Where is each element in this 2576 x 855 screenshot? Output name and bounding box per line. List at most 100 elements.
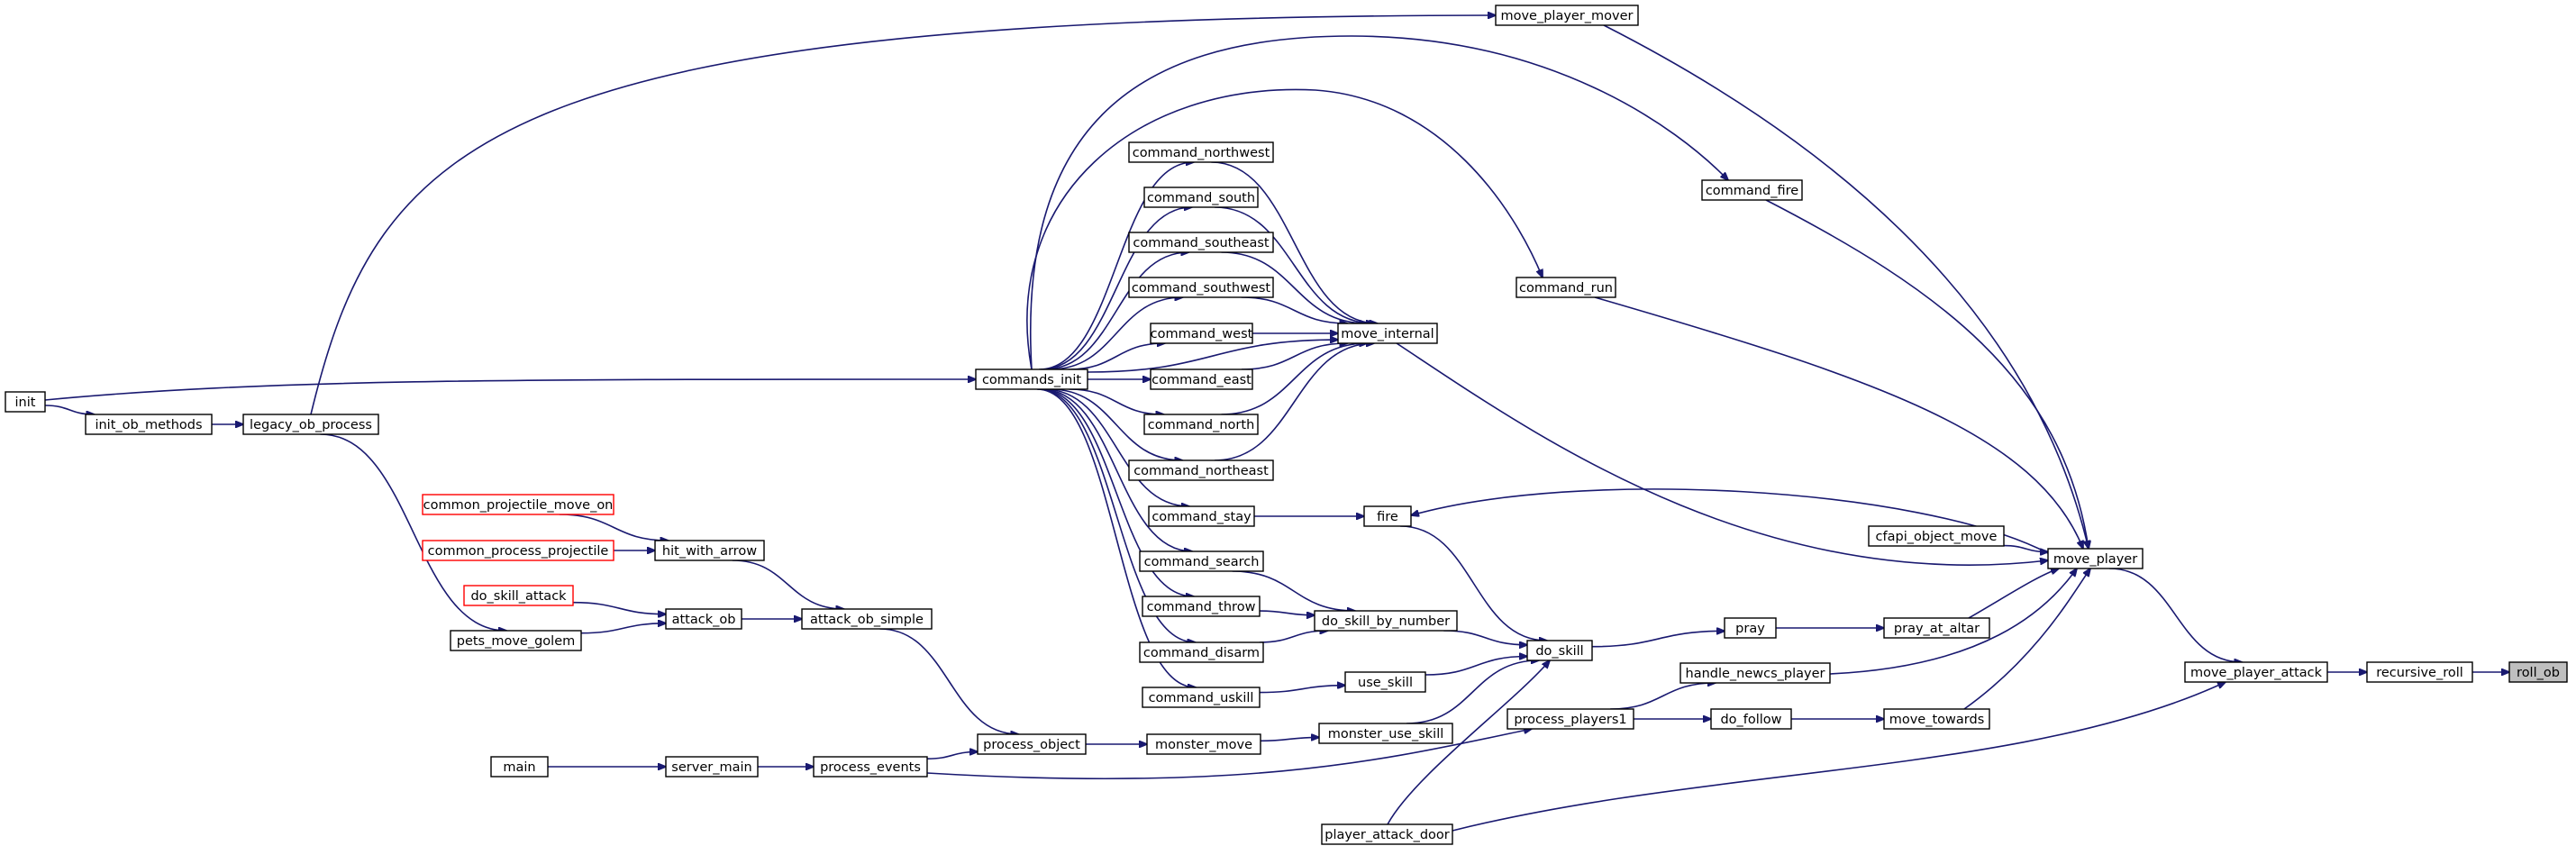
node-label: command_throw xyxy=(1147,600,1256,614)
node-label: move_towards xyxy=(1889,713,1985,727)
node-move_player_mover[interactable]: move_player_mover xyxy=(1495,5,1639,26)
node-monster_move[interactable]: monster_move xyxy=(1146,733,1261,755)
node-label: command_west xyxy=(1151,327,1253,341)
node-box xyxy=(1495,5,1639,26)
edges-layer xyxy=(44,15,2509,832)
node-label: process_object xyxy=(983,738,1080,752)
node-label: attack_ob_simple xyxy=(810,613,924,627)
node-label: command_search xyxy=(1144,555,1260,569)
node-command_north[interactable]: command_north xyxy=(1143,414,1259,435)
node-label: process_events xyxy=(820,760,921,775)
node-label: do_skill xyxy=(1535,644,1583,659)
node-command_west[interactable]: command_west xyxy=(1150,323,1253,344)
node-init_ob_methods[interactable]: init_ob_methods xyxy=(85,414,213,435)
edge-commands_init-to-move_internal xyxy=(1087,340,1338,373)
node-common_projectile_move_on[interactable]: common_projectile_move_on xyxy=(422,494,614,515)
node-command_run[interactable]: command_run xyxy=(1516,277,1616,298)
node-recursive_roll[interactable]: recursive_roll xyxy=(2366,661,2473,683)
node-box xyxy=(1724,617,1777,639)
node-do_follow[interactable]: do_follow xyxy=(1710,708,1792,730)
node-attack_ob_simple[interactable]: attack_ob_simple xyxy=(801,608,933,630)
node-label: monster_move xyxy=(1155,738,1252,752)
edge-fire-to-do_skill xyxy=(1400,525,1547,641)
node-label: hit_with_arrow xyxy=(662,544,757,559)
node-command_search[interactable]: command_search xyxy=(1139,550,1264,572)
node-process_events[interactable]: process_events xyxy=(813,756,928,778)
node-box xyxy=(85,414,213,435)
edge-commands_init-to-command_disarm xyxy=(1037,388,1196,642)
node-pets_move_golem[interactable]: pets_move_golem xyxy=(450,630,582,651)
node-fire[interactable]: fire xyxy=(1363,505,1412,527)
node-box xyxy=(1128,277,1274,298)
node-box xyxy=(1128,141,1274,163)
node-box xyxy=(975,368,1088,390)
node-box xyxy=(977,733,1087,755)
node-pray[interactable]: pray xyxy=(1724,617,1777,639)
node-command_fire[interactable]: command_fire xyxy=(1701,179,1803,201)
node-label: move_player_mover xyxy=(1500,9,1633,23)
node-label: cfapi_object_move xyxy=(1876,530,1998,544)
node-common_process_projectile[interactable]: common_process_projectile xyxy=(422,540,614,561)
node-attack_ob[interactable]: attack_ob xyxy=(665,608,742,630)
node-command_uskill[interactable]: command_uskill xyxy=(1142,687,1261,708)
node-player_attack_door[interactable]: player_attack_door xyxy=(1321,823,1453,845)
node-box xyxy=(2366,661,2473,683)
node-command_disarm[interactable]: command_disarm xyxy=(1139,641,1264,663)
node-move_internal[interactable]: move_internal xyxy=(1337,323,1438,344)
node-legacy_ob_process[interactable]: legacy_ob_process xyxy=(242,414,379,435)
node-roll_ob[interactable]: roll_ob xyxy=(2508,661,2568,683)
node-box xyxy=(422,540,614,561)
edge-commands_init-to-command_search xyxy=(1041,388,1192,551)
node-process_players1[interactable]: process_players1 xyxy=(1506,708,1634,730)
node-command_southeast[interactable]: command_southeast xyxy=(1128,232,1274,253)
edge-pray_at_altar-to-move_player xyxy=(1968,568,2059,619)
edge-commands_init-to-command_southwest xyxy=(1050,297,1182,370)
node-command_stay[interactable]: command_stay xyxy=(1148,505,1255,527)
node-command_southwest[interactable]: command_southwest xyxy=(1128,277,1274,298)
node-process_object[interactable]: process_object xyxy=(977,733,1087,755)
node-command_northwest[interactable]: command_northwest xyxy=(1128,141,1274,163)
node-box xyxy=(665,756,759,778)
node-label: monster_use_skill xyxy=(1328,727,1444,741)
node-box xyxy=(1150,368,1253,390)
node-box xyxy=(654,540,765,561)
node-command_south[interactable]: command_south xyxy=(1143,186,1259,208)
node-box xyxy=(665,608,742,630)
node-label: common_process_projectile xyxy=(428,544,609,559)
edge-commands_init-to-command_north xyxy=(1069,388,1163,414)
node-server_main[interactable]: server_main xyxy=(665,756,759,778)
node-box xyxy=(1526,640,1593,661)
edge-command_uskill-to-use_skill xyxy=(1259,686,1345,694)
node-box xyxy=(1710,708,1792,730)
node-do_skill_attack[interactable]: do_skill_attack xyxy=(463,585,574,606)
node-label: command_disarm xyxy=(1143,646,1260,660)
edge-move_internal-to-move_player xyxy=(1396,342,2048,566)
node-move_player_attack[interactable]: move_player_attack xyxy=(2184,661,2328,683)
node-command_northeast[interactable]: command_northeast xyxy=(1128,459,1274,481)
node-box xyxy=(1344,671,1426,693)
edge-player_attack_door-to-move_player_attack xyxy=(1452,682,2226,832)
node-label: command_northwest xyxy=(1133,146,1270,160)
node-box xyxy=(1128,459,1274,481)
node-monster_use_skill[interactable]: monster_use_skill xyxy=(1318,723,1453,744)
node-move_player[interactable]: move_player xyxy=(2047,548,2144,569)
node-label: attack_ob xyxy=(672,613,736,627)
node-do_skill[interactable]: do_skill xyxy=(1526,640,1593,661)
node-cfapi_object_move[interactable]: cfapi_object_move xyxy=(1868,525,2005,547)
node-label: command_northeast xyxy=(1133,464,1269,478)
edge-commands_init-to-command_south xyxy=(1041,207,1192,370)
node-commands_init[interactable]: commands_init xyxy=(975,368,1088,390)
node-command_east[interactable]: command_east xyxy=(1150,368,1253,390)
node-init[interactable]: init xyxy=(5,391,46,413)
edge-command_disarm-to-do_skill_by_number xyxy=(1259,631,1328,643)
node-pray_at_altar[interactable]: pray_at_altar xyxy=(1883,617,1990,639)
node-move_towards[interactable]: move_towards xyxy=(1883,708,1990,730)
node-label: command_east xyxy=(1151,373,1252,387)
node-handle_newcs_player[interactable]: handle_newcs_player xyxy=(1679,662,1831,684)
node-do_skill_by_number[interactable]: do_skill_by_number xyxy=(1314,610,1458,632)
node-box xyxy=(1679,662,1831,684)
node-command_throw[interactable]: command_throw xyxy=(1142,596,1261,617)
node-main[interactable]: main xyxy=(490,756,549,778)
node-hit_with_arrow[interactable]: hit_with_arrow xyxy=(654,540,765,561)
node-use_skill[interactable]: use_skill xyxy=(1344,671,1426,693)
